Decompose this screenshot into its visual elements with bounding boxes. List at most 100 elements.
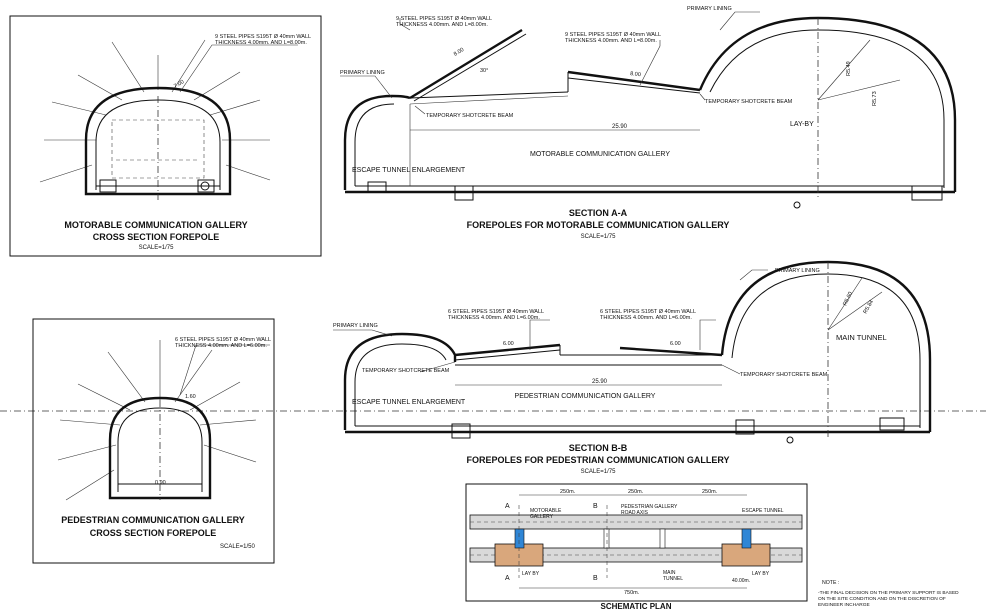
- angle-label: 30°: [480, 68, 488, 74]
- forepole-rays: [57, 340, 257, 501]
- panel-subtitle: CROSS SECTION FOREPOLE: [90, 528, 217, 538]
- motorable-gallery-label-2: GALLERY: [530, 514, 554, 520]
- escape-label: ESCAPE TUNNEL ENLARGEMENT: [352, 167, 466, 174]
- note-line: -THE FINAL DECISION ON THE PRIMARY SUPPO…: [818, 590, 959, 596]
- gallery-label: MOTORABLE COMMUNICATION GALLERY: [530, 151, 670, 158]
- section-subtitle: FOREPOLES FOR PEDESTRIAN COMMUNICATION G…: [466, 455, 729, 465]
- section-marker-a: A: [505, 575, 510, 582]
- layby-label: LAY BY: [522, 571, 540, 577]
- layby-outline: [698, 16, 957, 192]
- gallery-label: PEDESTRIAN COMMUNICATION GALLERY: [515, 393, 656, 400]
- pipes-note-left-2: THICKNESS 4.00mm. AND L=8.00m.: [396, 22, 488, 28]
- note-line: ON THE SITE CONDITION AND ON THE DISCRET…: [818, 596, 946, 602]
- pedestrian-gallery-label: PEDESTRIAN GALLERY: [621, 504, 678, 510]
- dim-length: 25.90: [612, 124, 628, 130]
- scale-label: SCALE=1/75: [139, 245, 175, 251]
- pipes-note-left: 6 STEEL PIPES S195T Ø 40mm WALL: [448, 309, 544, 315]
- pipes-note-right: 9 STEEL PIPES S195T Ø 40mm WALL: [565, 32, 661, 38]
- motorable-gallery-label: MOTORABLE: [530, 508, 562, 514]
- section-title: SECTION A-A: [569, 208, 628, 218]
- primary-lining-label-left: PRIMARY LINING: [333, 323, 378, 329]
- panel-title: PEDESTRIAN COMMUNICATION GALLERY: [61, 515, 245, 525]
- dim-forepole-left: 8.00: [453, 47, 465, 58]
- escape-tunnel-outline: [343, 332, 457, 430]
- primary-lining-label: PRIMARY LINING: [687, 6, 732, 12]
- note-heading: NOTE :: [822, 580, 839, 586]
- pipes-note-right-2: THICKNESS 4.00mm. AND L=8.00m.: [565, 38, 657, 44]
- main-tunnel-outline: [720, 260, 932, 432]
- dim-forepole-right: 8.00: [630, 71, 641, 78]
- layby-length: 40.00m.: [732, 578, 750, 584]
- total-length: 750m.: [624, 590, 640, 596]
- scale-label: SCALE=1/50: [220, 544, 256, 550]
- motorable-gallery-left: [514, 528, 525, 549]
- distance-label: 250m.: [628, 489, 644, 495]
- layby-label: LAY-BY: [790, 121, 814, 128]
- panel-frame: [32, 318, 275, 564]
- main-tunnel-label-2: TUNNEL: [663, 576, 683, 582]
- forepole-right: [567, 70, 701, 92]
- gallery-outline: [108, 396, 212, 500]
- pipes-note-left-2: THICKNESS 4.00mm. AND L=6.00m.: [448, 315, 540, 321]
- forepole-rays: [39, 39, 271, 183]
- pipes-note-left: 9 STEEL PIPES S195T Ø 40mm WALL: [396, 16, 492, 22]
- section-title: SECTION B-B: [569, 443, 628, 453]
- section-a-panel: 9 STEEL PIPES S195T Ø 40mm WALL THICKNES…: [340, 6, 957, 240]
- shotcrete-label-left: TEMPORARY SHOTCRETE BEAM: [362, 368, 450, 374]
- escape-tunnel-label: ESCAPE TUNNEL: [742, 508, 784, 514]
- forepole-note-2: THICKNESS 4.00mm. AND L=6.00m.: [175, 343, 267, 349]
- schematic-title: SCHEMATIC PLAN: [601, 602, 672, 611]
- pedestrian-cross-section-panel: 6 STEEL PIPES S195T Ø 40mm WALL THICKNES…: [32, 318, 275, 564]
- pipes-note-right: 6 STEEL PIPES S195T Ø 40mm WALL: [600, 309, 696, 315]
- pipes-note-right-2: THICKNESS 4.00mm. AND L=6.00m.: [600, 315, 692, 321]
- radius-1: R5.49: [846, 61, 852, 76]
- forepole-left: [454, 343, 561, 357]
- layby-label: LAY BY: [752, 571, 770, 577]
- section-subtitle: FOREPOLES FOR MOTORABLE COMMUNICATION GA…: [467, 220, 730, 230]
- scale-label: SCALE=1/75: [581, 234, 617, 240]
- radius-2: R5.84: [863, 299, 876, 315]
- forepole-note: 6 STEEL PIPES S195T Ø 40mm WALL: [175, 337, 271, 343]
- motorable-cross-section-panel: 9 STEEL PIPES S195T Ø 40mm WALL THICKNES…: [9, 15, 322, 257]
- dim-forepole-right: 6.00: [670, 341, 681, 347]
- radius-1: R5.60: [842, 291, 854, 307]
- forepole-left: [409, 28, 523, 100]
- panel-frame: [465, 483, 808, 602]
- forepole-note-2: THICKNESS 4.00mm. AND L=8.00m.: [215, 40, 307, 46]
- main-tunnel-label: MAIN: [663, 570, 676, 576]
- distance-label: 250m.: [560, 489, 576, 495]
- primary-lining-label: PRIMARY LINING: [775, 268, 820, 274]
- forepole-note: 9 STEEL PIPES S195T Ø 40mm WALL: [215, 34, 311, 40]
- shotcrete-label-left: TEMPORARY SHOTCRETE BEAM: [426, 113, 514, 119]
- floor-dim: 0.90: [155, 480, 166, 486]
- main-tunnel-label: MAIN TUNNEL: [836, 333, 887, 342]
- angle-dim: 1.60: [185, 394, 196, 400]
- dim-length: 25.90: [592, 379, 608, 385]
- section-marker-a: A: [505, 503, 510, 510]
- shotcrete-label-right: TEMPORARY SHOTCRETE BEAM: [705, 99, 793, 105]
- schematic-plan-panel: A A B B 250m. 250m. 250m. MOTORABLE GALL…: [465, 483, 808, 611]
- distance-label: 250m.: [702, 489, 718, 495]
- panel-subtitle: CROSS SECTION FOREPOLE: [93, 232, 220, 242]
- shotcrete-label-right: TEMPORARY SHOTCRETE BEAM: [740, 372, 828, 378]
- primary-lining-label-left: PRIMARY LINING: [340, 70, 385, 76]
- panel-title: MOTORABLE COMMUNICATION GALLERY: [64, 220, 247, 230]
- escape-label: ESCAPE TUNNEL ENLARGEMENT: [352, 399, 466, 406]
- section-marker-b: B: [593, 503, 598, 510]
- gallery-outline: [84, 86, 232, 196]
- pedestrian-gallery-2: [659, 528, 666, 549]
- road-axis-label: ROAD AXIS: [621, 510, 649, 516]
- radius-2: R5.73: [872, 91, 878, 106]
- section-marker-b: B: [593, 575, 598, 582]
- forepole-right: [619, 346, 723, 357]
- escape-tunnel-outline: [343, 94, 411, 190]
- panel-frame: [9, 15, 322, 257]
- note-block: NOTE : -THE FINAL DECISION ON THE PRIMAR…: [818, 580, 959, 608]
- scale-label: SCALE=1/75: [581, 469, 617, 475]
- motorable-gallery-right: [741, 528, 752, 549]
- pedestrian-gallery-1: [603, 528, 610, 549]
- section-b-panel: PRIMARY LINING PRIMARY LINING 6 STEEL PI…: [333, 260, 932, 475]
- dim-forepole-left: 6.00: [503, 341, 514, 347]
- note-line: ENGINEER INCHARGE: [818, 602, 870, 608]
